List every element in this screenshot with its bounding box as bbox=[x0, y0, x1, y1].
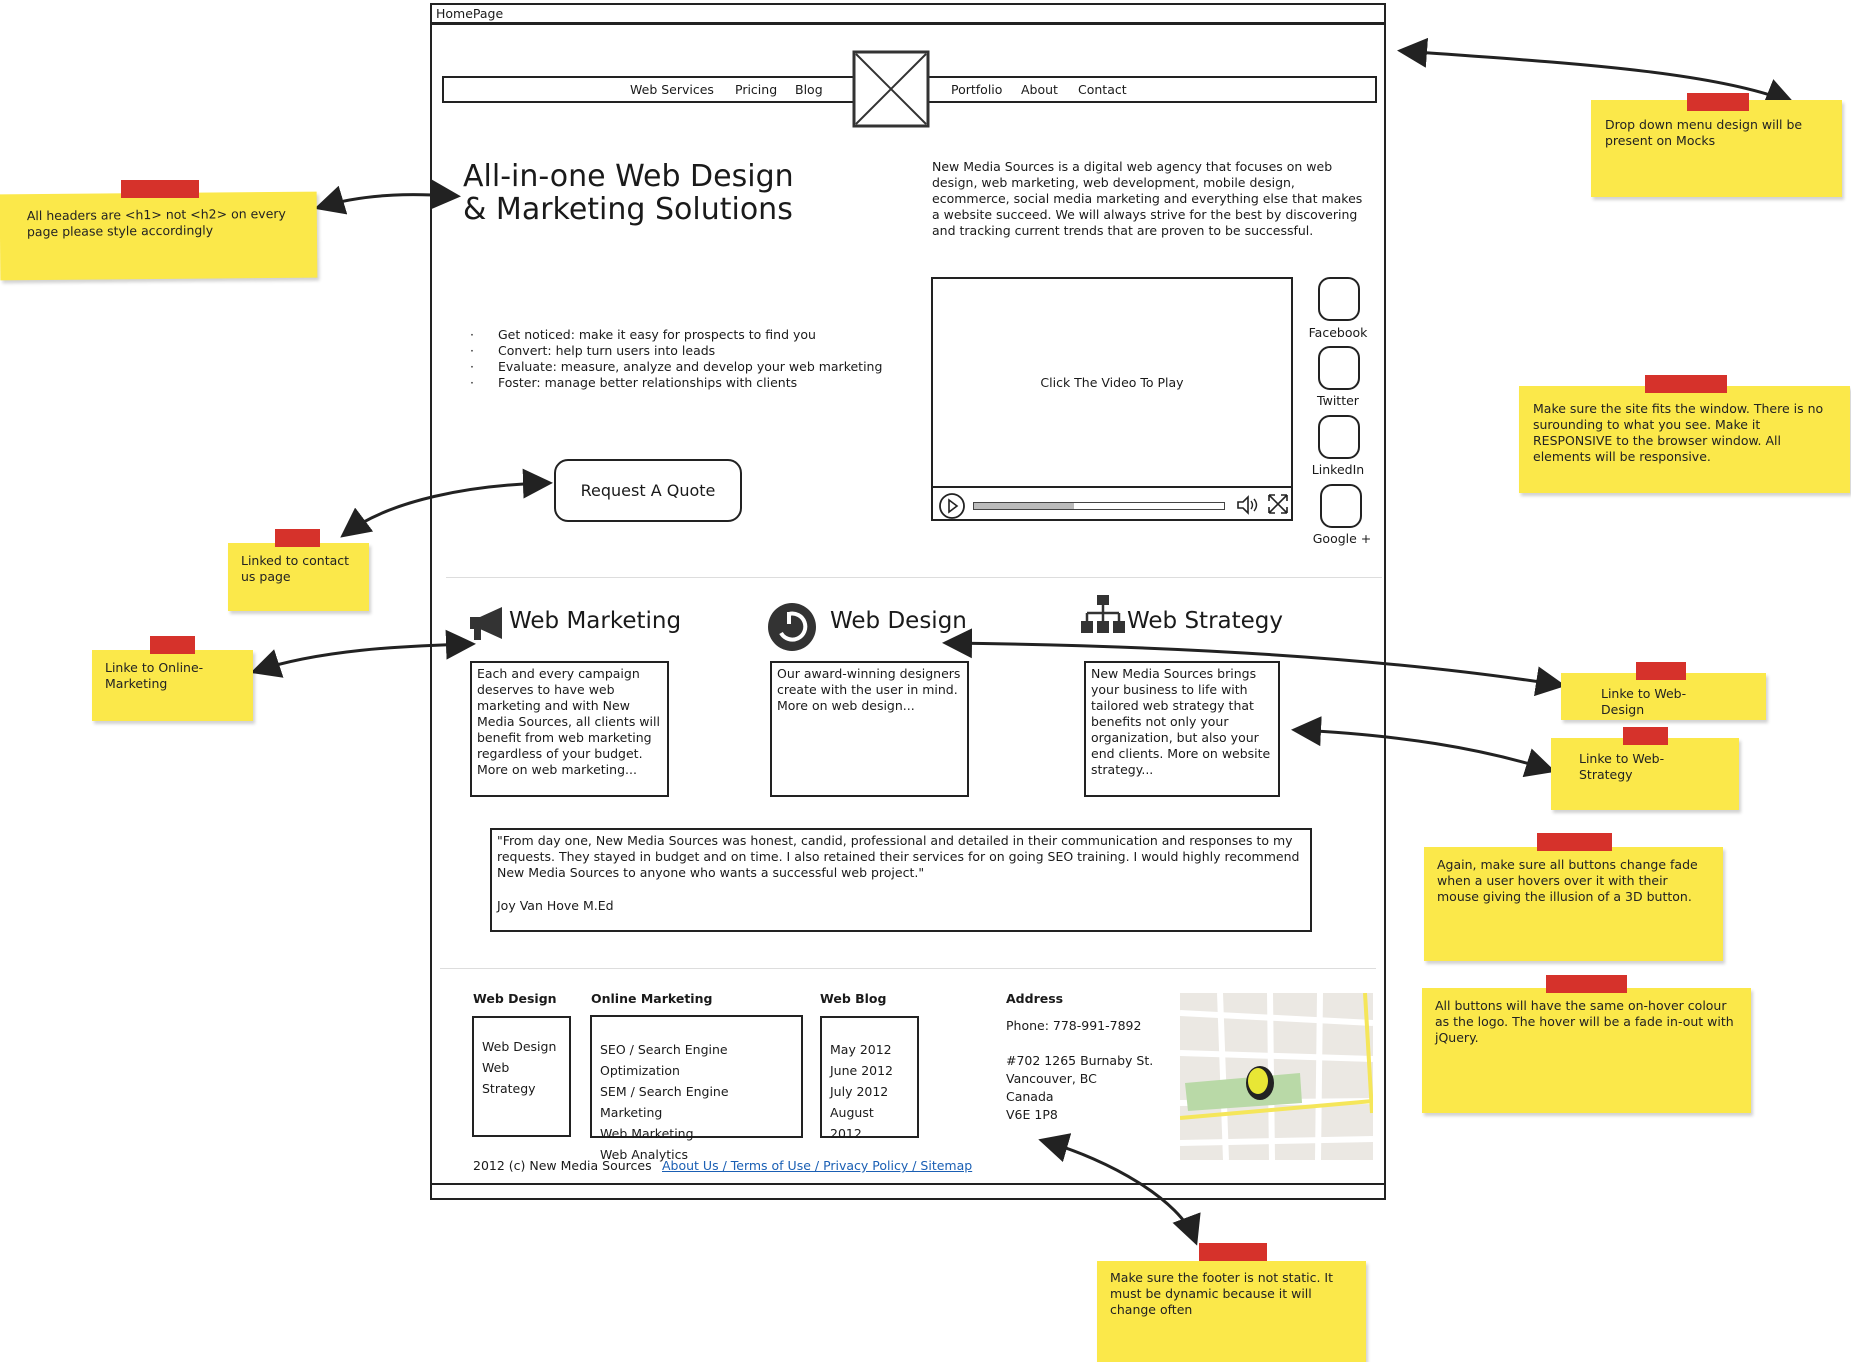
sticky-note: Drop down menu design will be present on… bbox=[1591, 100, 1842, 197]
video-progress-fill bbox=[974, 503, 1074, 509]
sticky-note: Again, make sure all buttons change fade… bbox=[1424, 847, 1723, 961]
list-item: ·Convert: help turn users into leads bbox=[470, 343, 716, 358]
list-item: ·Evaluate: measure, analyze and develop … bbox=[470, 359, 883, 374]
nav-pricing[interactable]: Pricing bbox=[735, 82, 778, 97]
address-phone: Phone: 778-991-7892 bbox=[1006, 1018, 1142, 1033]
arrow bbox=[250, 629, 476, 678]
benefits-list: ·Get noticed: make it easy for prospects… bbox=[470, 327, 882, 391]
request-quote-button[interactable]: Request A Quote bbox=[554, 459, 742, 522]
arrow bbox=[1291, 716, 1556, 778]
video-progress-bar[interactable] bbox=[973, 502, 1225, 510]
volume-icon[interactable] bbox=[1235, 493, 1261, 517]
tape bbox=[1645, 375, 1727, 393]
tape bbox=[1199, 1243, 1267, 1261]
tape bbox=[121, 180, 199, 198]
sticky-note: All headers are <h1> not <h2> on every p… bbox=[0, 191, 318, 281]
tape bbox=[1537, 833, 1612, 851]
twitter-icon[interactable] bbox=[1318, 346, 1360, 390]
window-bottom-bar bbox=[430, 1183, 1386, 1204]
arrow bbox=[340, 468, 553, 538]
tape bbox=[275, 529, 320, 547]
tape bbox=[150, 636, 195, 654]
footer-link-sem[interactable]: SEM / Search Engine Marketing bbox=[600, 1084, 729, 1120]
web-marketing-heading[interactable]: Web Marketing bbox=[509, 608, 682, 634]
nav-contact[interactable]: Contact bbox=[1078, 82, 1127, 97]
sticky-note: All buttons will have the same on-hover … bbox=[1422, 988, 1751, 1113]
address-heading: Address bbox=[1006, 991, 1064, 1006]
footer-col2-heading: Online Marketing bbox=[591, 991, 713, 1006]
facebook-icon[interactable] bbox=[1318, 277, 1360, 321]
sticky-note: Make sure the site fits the window. Ther… bbox=[1519, 386, 1850, 493]
footer-link-may-2012[interactable]: May 2012 bbox=[830, 1042, 892, 1057]
web-design-card[interactable]: Our award-winning designers create with … bbox=[770, 661, 969, 797]
tape bbox=[1546, 975, 1627, 993]
footer-link-web-design[interactable]: Web Design bbox=[482, 1039, 557, 1054]
arrow bbox=[1397, 37, 1796, 108]
copyright: 2012 (c) New Media Sources bbox=[473, 1158, 652, 1173]
sticky-note: Linked to contact us page bbox=[228, 543, 369, 611]
hero-title: All-in-one Web Design & Marketing Soluti… bbox=[463, 159, 794, 227]
divider bbox=[446, 577, 1382, 578]
footer-col1-heading: Web Design bbox=[473, 991, 557, 1006]
footer-link-web-analytics[interactable]: Web Analytics bbox=[600, 1147, 688, 1162]
footer-link-august-2012[interactable]: August 2012 bbox=[830, 1105, 874, 1141]
logo-placeholder-icon[interactable] bbox=[852, 50, 930, 128]
list-item: ·Get noticed: make it easy for prospects… bbox=[470, 327, 816, 342]
testimonial-box: "From day one, New Media Sources was hon… bbox=[490, 828, 1312, 932]
web-design-icon bbox=[768, 603, 816, 651]
footer-link-seo[interactable]: SEO / Search Engine Optimization bbox=[600, 1042, 728, 1078]
address-lines: #702 1265 Burnaby St. Vancouver, BC Cana… bbox=[1006, 1053, 1154, 1122]
nav-portfolio[interactable]: Portfolio bbox=[951, 82, 1003, 97]
facebook-label: Facebook bbox=[1308, 325, 1368, 340]
hero-description: New Media Sources is a digital web agenc… bbox=[932, 159, 1363, 238]
list-item: ·Foster: manage better relationships wit… bbox=[470, 375, 798, 390]
window-titlebar: HomePage bbox=[430, 3, 1386, 25]
location-map[interactable] bbox=[1180, 993, 1373, 1160]
tape bbox=[1636, 662, 1686, 680]
linkedin-label: LinkedIn bbox=[1311, 462, 1365, 477]
nav-blog[interactable]: Blog bbox=[795, 82, 823, 97]
nav-about[interactable]: About bbox=[1021, 82, 1058, 97]
footer-link-web-strategy[interactable]: Web Strategy bbox=[482, 1060, 536, 1096]
tape bbox=[1623, 727, 1668, 745]
video-label: Click The Video To Play bbox=[1040, 375, 1184, 390]
megaphone-icon bbox=[470, 607, 502, 640]
footer-link-web-marketing[interactable]: Web Marketing bbox=[600, 1126, 694, 1141]
footer-col2-box: SEO / Search Engine Optimization SEM / S… bbox=[590, 1015, 803, 1162]
footer-legal-links[interactable]: About Us / Terms of Use / Privacy Policy… bbox=[662, 1158, 973, 1173]
tape bbox=[1687, 93, 1749, 111]
testimonial-author: Joy Van Hove M.Ed bbox=[497, 898, 614, 913]
footer-col3-heading: Web Blog bbox=[820, 991, 887, 1006]
footer-link-june-2012[interactable]: June 2012 bbox=[830, 1063, 894, 1078]
window-title: HomePage bbox=[436, 6, 504, 21]
arrow bbox=[314, 179, 461, 215]
google-plus-label: Google + bbox=[1312, 531, 1372, 546]
footer-col1-box: Web Design Web Strategy bbox=[472, 1016, 571, 1137]
video-controls bbox=[933, 486, 1291, 521]
sticky-note: Linke to Online-Marketing bbox=[92, 650, 253, 721]
divider bbox=[440, 968, 1376, 969]
testimonial-quote: "From day one, New Media Sources was hon… bbox=[497, 833, 1300, 880]
twitter-label: Twitter bbox=[1317, 393, 1359, 408]
sticky-note: Linke to Web-Strategy bbox=[1551, 738, 1739, 810]
arrow bbox=[1038, 1133, 1201, 1246]
sticky-note: Make sure the footer is not static. It m… bbox=[1097, 1261, 1366, 1362]
footer-col3-box: May 2012 June 2012 July 2012 August 2012 bbox=[820, 1016, 919, 1141]
linkedin-icon[interactable] bbox=[1318, 415, 1360, 459]
google-plus-icon[interactable] bbox=[1320, 484, 1362, 528]
nav-web-services[interactable]: Web Services bbox=[630, 82, 714, 97]
sticky-note: Linke to Web-Design bbox=[1561, 673, 1766, 720]
video-player[interactable]: Click The Video To Play bbox=[931, 277, 1293, 521]
footer-link-july-2012[interactable]: July 2012 bbox=[830, 1084, 889, 1099]
web-marketing-card[interactable]: Each and every campaign deserves to have… bbox=[470, 661, 669, 797]
arrow bbox=[942, 628, 1566, 697]
play-icon[interactable] bbox=[938, 492, 966, 520]
fullscreen-icon[interactable] bbox=[1266, 492, 1290, 516]
